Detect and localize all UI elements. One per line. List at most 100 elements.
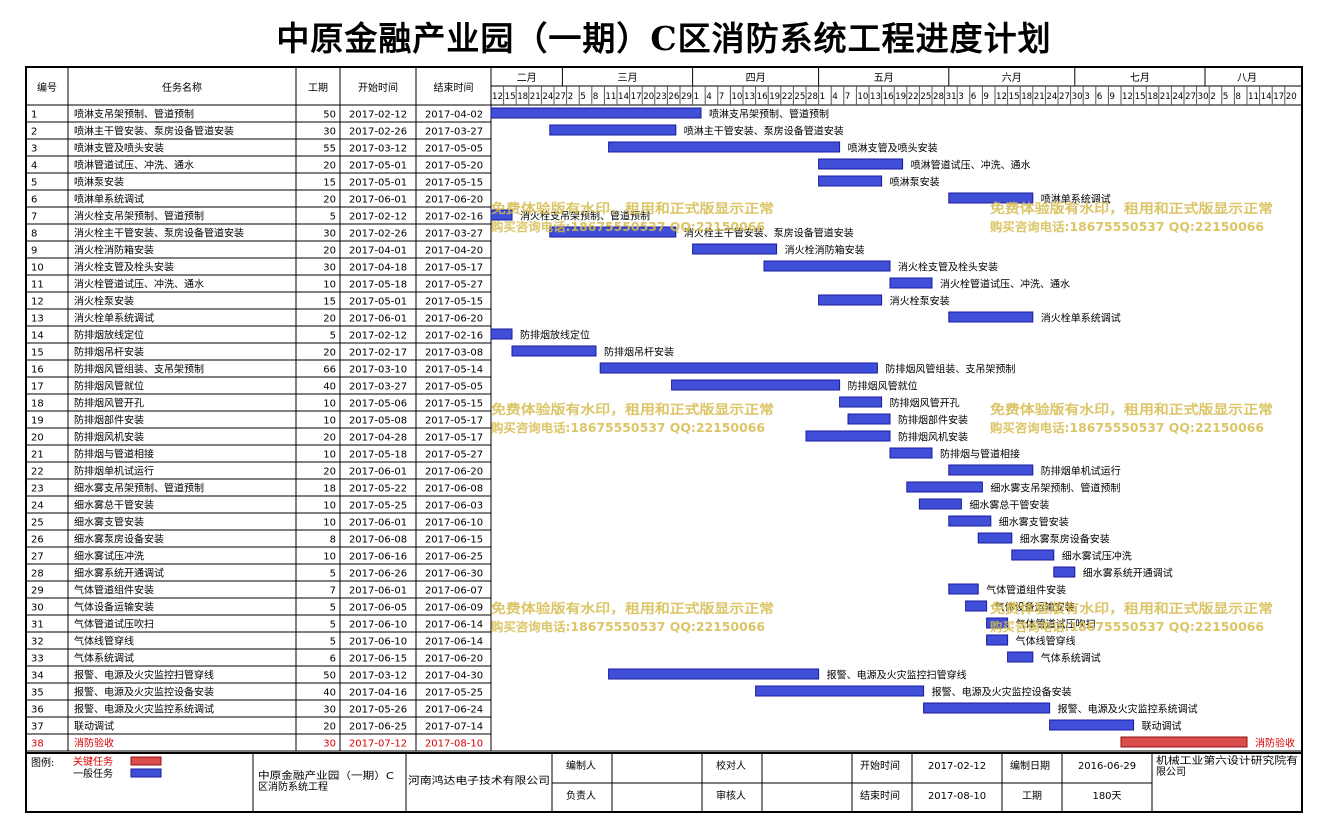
task-id: 10 [31, 263, 44, 274]
task-name: 气体线管穿线 [74, 635, 134, 648]
date-tick-label: 21 [1160, 91, 1171, 102]
task-bar [965, 600, 988, 612]
task-id: 7 [31, 212, 37, 223]
task-start: 2017-05-26 [349, 705, 407, 716]
date-tick-label: 30 [1072, 91, 1083, 102]
task-name: 防排烟风管组装、支吊架预制 [74, 363, 204, 376]
task-duration: 5 [330, 603, 336, 614]
task-duration: 10 [323, 552, 336, 563]
footer-design-institute: 限公司 [1156, 766, 1186, 778]
task-bar [1011, 549, 1055, 561]
month-label: 七月 [1130, 72, 1150, 84]
date-tick-label: 4 [706, 91, 712, 102]
task-id: 8 [31, 229, 37, 240]
task-bar-label: 消防验收 [1255, 737, 1295, 750]
date-tick-label: 1 [694, 91, 700, 102]
task-end: 2017-05-15 [425, 399, 483, 410]
task-name: 消火栓管道试压、冲洗、通水 [74, 278, 204, 291]
task-duration: 50 [323, 671, 336, 682]
task-bar-label: 消火栓支管及栓头安装 [898, 261, 998, 274]
date-tick-label: 28 [807, 91, 818, 102]
task-name: 喷淋主干管安装、泵房设备管道安装 [74, 125, 234, 138]
task-bar-label: 防排烟部件安装 [898, 414, 968, 427]
task-bar-label: 喷淋支管及喷头安装 [848, 142, 938, 155]
task-bar [549, 124, 677, 136]
task-bar-label: 细水雾支管安装 [999, 516, 1069, 529]
date-tick-label: 2 [1210, 91, 1216, 102]
task-end: 2017-04-30 [425, 671, 483, 682]
task-start: 2017-04-01 [349, 246, 407, 257]
task-id: 5 [31, 178, 37, 189]
footer-start-value: 2017-02-12 [928, 761, 986, 772]
task-end: 2017-04-02 [425, 110, 483, 121]
task-start: 2017-06-26 [349, 569, 407, 580]
task-bar [986, 634, 1009, 646]
task-bar [692, 243, 778, 255]
task-bar-label: 细水雾支吊架预制、管道预制 [990, 482, 1120, 495]
task-duration: 15 [323, 178, 336, 189]
legend-swatch [130, 756, 162, 766]
month-label: 八月 [1237, 72, 1257, 84]
task-start: 2017-03-27 [349, 382, 407, 393]
date-tick-label: 3 [1084, 91, 1090, 102]
task-duration: 20 [323, 348, 336, 359]
date-tick-label: 16 [757, 91, 768, 102]
task-start: 2017-02-26 [349, 127, 407, 138]
page-title: 中原金融产业园（一期）C区消防系统工程进度计划 [276, 19, 1052, 58]
task-id: 16 [31, 365, 44, 376]
date-tick-label: 14 [618, 91, 629, 102]
task-start: 2017-04-18 [349, 263, 407, 274]
date-tick-label: 19 [895, 91, 906, 102]
task-duration: 15 [323, 297, 336, 308]
task-id: 34 [31, 671, 44, 682]
date-tick-label: 26 [668, 91, 679, 102]
date-tick-label: 10 [731, 91, 742, 102]
date-tick-label: 13 [870, 91, 881, 102]
task-name: 报警、电源及火灾监控设备安装 [74, 686, 214, 699]
month-label: 四月 [746, 72, 766, 84]
task-duration: 10 [323, 416, 336, 427]
task-start: 2017-02-12 [349, 331, 407, 342]
task-start: 2017-06-15 [349, 654, 407, 665]
task-start: 2017-02-17 [349, 348, 407, 359]
footer-checker-label: 校对人 [716, 759, 746, 772]
task-start: 2017-06-05 [349, 603, 407, 614]
footer-date-label: 编制日期 [1010, 759, 1050, 772]
task-bar [1120, 736, 1248, 748]
date-tick-label: 5 [580, 91, 586, 102]
task-id: 27 [31, 552, 44, 563]
date-tick-label: 20 [1286, 91, 1297, 102]
date-tick-label: 27 [1185, 91, 1196, 102]
month-label: 三月 [618, 72, 638, 84]
task-bar [763, 260, 891, 272]
task-name: 消火栓支管及栓头安装 [74, 261, 174, 274]
task-name: 防排烟单机试运行 [74, 465, 154, 478]
task-id: 20 [31, 433, 44, 444]
task-name: 防排烟风管开孔 [74, 397, 144, 410]
legend-label: 图例: [31, 756, 54, 769]
footer-reviewer-label: 审核人 [716, 789, 746, 802]
task-duration: 10 [323, 501, 336, 512]
task-duration: 20 [323, 161, 336, 172]
task-bar [818, 175, 883, 187]
task-bar [818, 158, 904, 170]
task-end: 2017-06-30 [425, 569, 483, 580]
footer-duration-label: 工期 [1022, 790, 1042, 802]
task-id: 33 [31, 654, 44, 665]
task-bar [805, 430, 891, 442]
watermark-text: 免费体验版有水印，租用和正式版显示正常 [491, 402, 774, 418]
task-id: 38 [31, 739, 44, 750]
task-bar-label: 细水雾总干管安装 [969, 499, 1049, 512]
task-duration: 55 [323, 144, 336, 155]
task-bar [511, 345, 597, 357]
task-id: 6 [31, 195, 37, 206]
task-name: 细水雾支管安装 [74, 516, 144, 529]
task-bar [839, 396, 883, 408]
task-bar-label: 细水雾试压冲洗 [1062, 550, 1132, 563]
date-tick-label: 24 [1046, 91, 1057, 102]
task-start: 2017-07-12 [349, 739, 407, 750]
month-label: 六月 [1002, 72, 1022, 84]
date-tick-label: 20 [643, 91, 654, 102]
task-end: 2017-08-10 [425, 739, 483, 750]
task-bar [490, 209, 513, 221]
